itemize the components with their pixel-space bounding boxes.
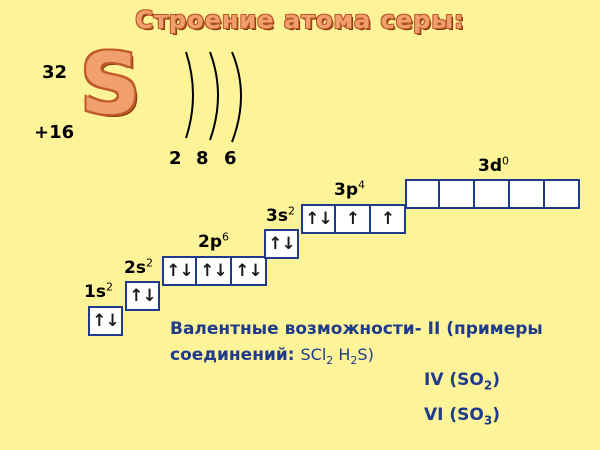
shell-count-2: 8 [196,148,209,169]
orbital-cell-2s-1: ↑↓ [125,281,160,311]
compound-example-1: SCl2 [300,345,334,368]
orbital-cell-3p-3: ↑ [371,204,406,234]
element-symbol: S [80,35,141,133]
shell-arc-3 [231,51,242,143]
orbital-cell-2p-1: ↑↓ [162,256,197,286]
orbital-cell-3d-3 [475,179,510,209]
orbital-cell-2p-3: ↑↓ [232,256,267,286]
orbital-cell-3p-1: ↑↓ [301,204,336,234]
page-title: Строение атома серы: [135,6,465,34]
shell-count-1: 2 [169,148,182,169]
shell-arc-2 [209,51,219,141]
compound-example-2: H2 [333,345,358,368]
orbital-label-3s: 3s2 [266,204,295,226]
valence-line-1: Валентные возможности- II (примеры [170,316,543,342]
valence-text: Валентные возможности- II (примеры соеди… [170,316,543,368]
valence-line-2: соединений: SCl2 H2S) [170,342,543,368]
compound-example-3: S) [357,345,374,364]
orbital-label-2s: 2s2 [124,256,153,278]
compound-examples: SCl2 H2S) [300,345,374,368]
orbital-cell-3d-2 [440,179,475,209]
orbital-cell-3p-2: ↑ [336,204,371,234]
compounds-label: соединений: [170,345,295,365]
valence-value-ii: II (примеры [427,319,543,339]
orbital-cell-2p-2: ↑↓ [197,256,232,286]
orbital-cell-3s-1: ↑↓ [264,229,299,259]
oxidation-row-IV: IV (SO2) [424,370,501,393]
orbital-cell-1s-1: ↑↓ [88,306,123,336]
oxidation-row-VI: VI (SO3) [424,405,501,428]
orbital-label-2p: 2p6 [198,230,229,252]
orbital-cell-3d-4 [510,179,545,209]
shell-arc-1 [185,51,194,139]
orbital-label-1s: 1s2 [84,280,113,302]
shell-count-3: 6 [224,148,237,169]
orbital-cell-3d-1 [405,179,440,209]
valence-label: Валентные возможности- [170,319,422,339]
nuclear-charge: +16 [34,122,75,143]
mass-number: 32 [42,62,68,83]
orbital-label-3d: 3d0 [478,154,509,176]
orbital-cell-3d-5 [545,179,580,209]
orbital-label-3p: 3p4 [334,178,365,200]
